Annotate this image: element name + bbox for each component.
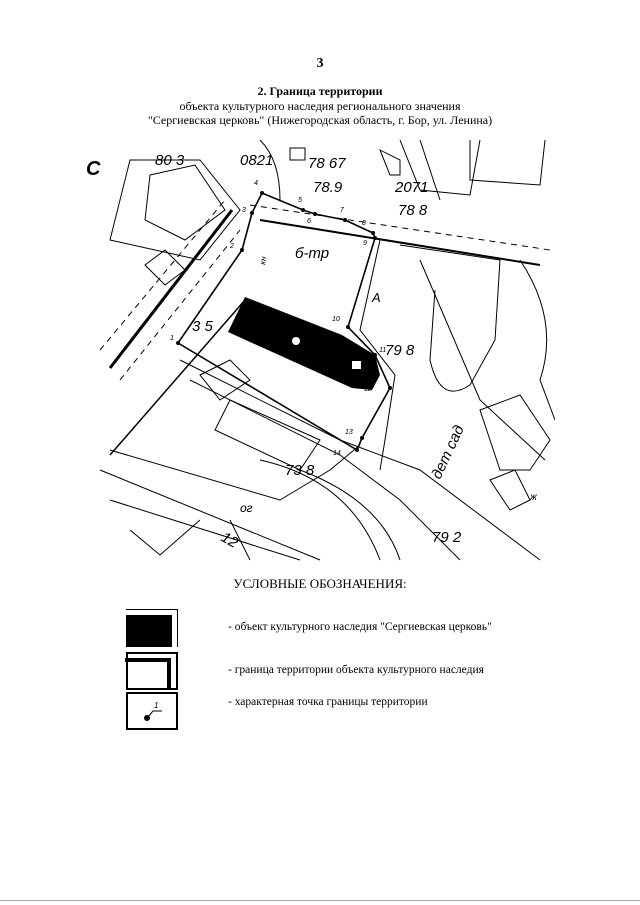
map-label: А [371, 290, 381, 305]
map-label: 12 [218, 529, 242, 552]
heritage-object-symbol [126, 609, 178, 647]
point-label: 8 [362, 220, 366, 227]
map-label: ог [240, 501, 253, 515]
road-edge [109, 299, 246, 456]
point-label: 5 [298, 197, 302, 204]
map-label: ж [529, 492, 538, 503]
road-edge [108, 209, 234, 369]
map-label: 78 8 [398, 202, 428, 219]
north-icon: С [86, 158, 101, 180]
subtitle-line-1: объекта культурного наследия регионально… [179, 99, 461, 113]
legend-item-text: - объект культурного наследия "Сергиевск… [228, 621, 492, 633]
point-label: 11 [379, 347, 386, 354]
map-label: 79 2 [432, 529, 462, 546]
point-label: 9 [363, 240, 367, 247]
legend-item-text: - характерная точка границы территории [228, 696, 428, 708]
point-label: 2 [229, 243, 234, 250]
territory-boundary-symbol [125, 652, 178, 690]
heritage-object-church [228, 297, 380, 390]
map-label: 3 5 [192, 318, 214, 335]
subtitle-line-2: "Сергиевская церковь" (Нижегородская обл… [147, 113, 493, 127]
point-label: 10 [332, 316, 340, 323]
point-label: 12 [364, 386, 372, 393]
map-label: 73 8 [285, 462, 315, 479]
map-label: 79 8 [385, 342, 415, 359]
legend-item-text: - граница территории объекта культурного… [228, 664, 484, 676]
point-label: 1 [170, 335, 174, 342]
page-number: 3 [316, 56, 324, 71]
section-title: 2. Граница территории [257, 84, 383, 98]
map-label: б-тр [295, 245, 329, 262]
map-label: дет сад [428, 423, 468, 482]
map-label: 78.9 [313, 179, 343, 196]
map-label: 80 3 [155, 152, 185, 169]
legend-title: УСЛОВНЫЕ ОБОЗНАЧЕНИЯ: [233, 576, 407, 591]
point-label: 13 [345, 429, 353, 436]
point-label: 14 [333, 450, 341, 457]
boundary-point-symbol: 1 [126, 692, 178, 730]
page-edge-divider [0, 900, 640, 901]
map-label: кн [258, 255, 268, 265]
map-label: 2071 [394, 179, 428, 196]
map-label: 0821 [240, 152, 273, 169]
point-label: 3 [242, 207, 246, 214]
point-label: 4 [254, 180, 258, 187]
point-label: 7 [340, 207, 345, 214]
map-label: 78 67 [308, 155, 346, 172]
boundary-point-label: 1 [154, 701, 158, 710]
point-label: 6 [307, 218, 311, 225]
territory-map: 1 2 3 4 5 6 7 8 9 10 11 12 13 14 С 80 3 … [86, 139, 555, 561]
